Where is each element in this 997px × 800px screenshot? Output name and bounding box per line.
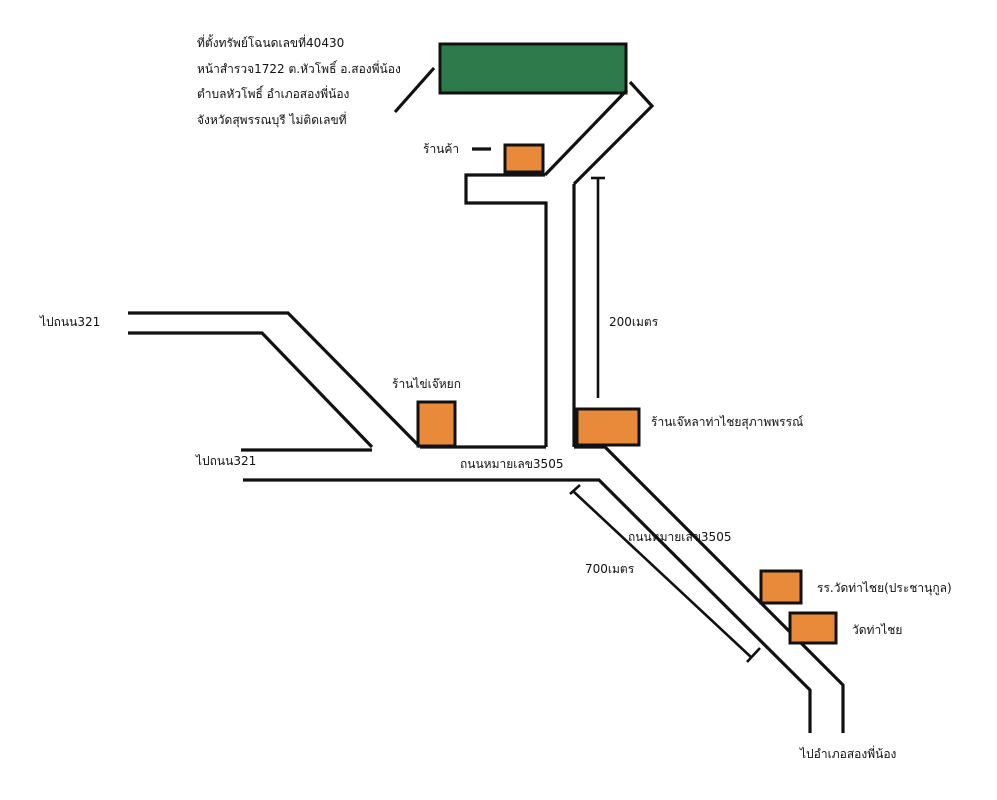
- egg-shop-building: [416, 400, 457, 448]
- dim-700m-line: [573, 491, 753, 659]
- dim-700m-tick-b: [746, 647, 761, 663]
- to-321-upper-label: ไปถนน321: [39, 315, 100, 329]
- route-3505-west-label: ถนนหมายเลข3505: [460, 457, 563, 471]
- shop-label: ร้านค้า: [423, 142, 459, 156]
- target-property: [438, 42, 628, 95]
- address-line-1: ที่ตั้งทรัพย์โฉนดเลขที่40430: [197, 34, 344, 50]
- egg-shop-label: ร้านไข่เจ๊หยก: [392, 377, 461, 391]
- address-line-2: หน้าสำรวจ1722 ต.หัวโพธิ์ อ.สองพี่น้อง: [197, 60, 401, 76]
- tha-chai-shop-label: ร้านเจ๊หลาท่าไชยสุภาพพรรณ์: [651, 415, 803, 430]
- distance-700m-label: 700เมตร: [585, 562, 635, 576]
- distance-200m-label: 200เมตร: [609, 315, 659, 329]
- route-3505-se-west-edge: [575, 478, 812, 733]
- shop-building: [503, 143, 545, 174]
- road-321-upper-south: [128, 331, 374, 449]
- address-line-3: ตำบลหัวโพธิ์ อำเภอสองพี่น้อง: [197, 85, 349, 101]
- temple-building: [788, 611, 838, 645]
- address-line-4: จังหวัดสุพรรณบุรี ไม่ติดเลขที่: [197, 111, 347, 128]
- temple-label: วัดท่าไชย: [852, 623, 902, 637]
- school-label: รร.วัดท่าไชย(ประชานุกูล): [817, 581, 952, 596]
- road-321-upper-north: [128, 311, 422, 449]
- dim-700m-tick-a: [569, 484, 581, 495]
- to-song-phi-nong-label: ไปอำเภอสองพี่น้อง: [799, 745, 896, 761]
- route-3505-se-east-edge: [574, 445, 845, 733]
- route-3505-south-label: ถนนหมายเลข3505: [628, 530, 731, 544]
- to-321-lower-label: ไปถนน321: [195, 454, 256, 468]
- access-road-edge-west: [543, 88, 629, 177]
- access-road-edge-east: [572, 80, 655, 186]
- school-building: [759, 569, 803, 605]
- tha-chai-shop-building: [575, 407, 641, 447]
- branch-road-upper: [464, 173, 548, 447]
- address-pointer: [393, 66, 436, 114]
